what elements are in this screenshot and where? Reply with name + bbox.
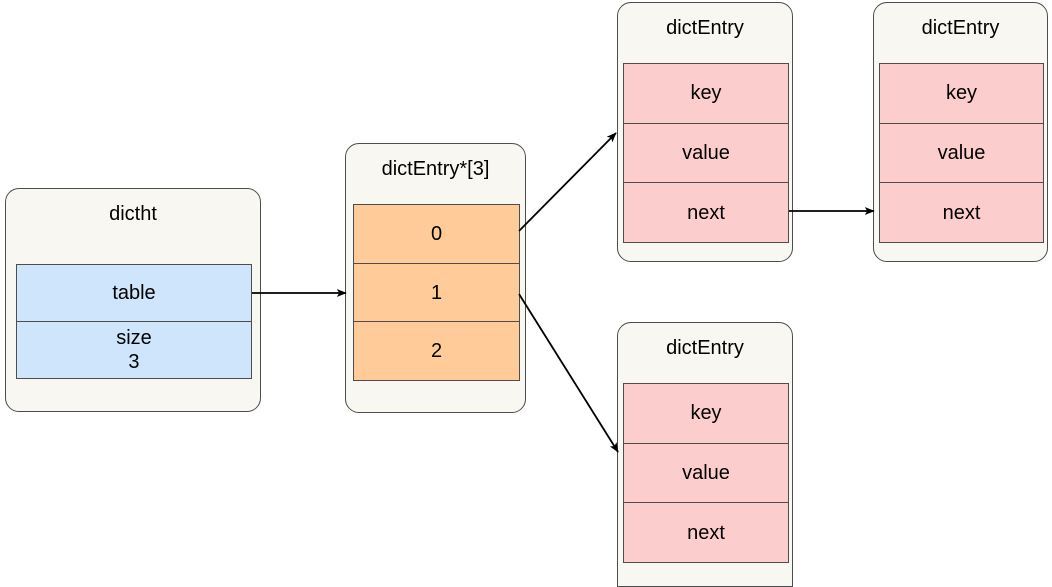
field-entry3-value[interactable]: value bbox=[624, 443, 788, 504]
node-dictentry-3-title: dictEntry bbox=[666, 337, 744, 359]
node-dictentry-2-title: dictEntry bbox=[921, 17, 1000, 39]
field-entry2-next[interactable]: next bbox=[880, 183, 1043, 243]
node-dictentry-3-fields: key value next bbox=[623, 383, 789, 563]
node-dictht-title: dictht bbox=[109, 203, 157, 225]
field-dictht-size[interactable]: size 3 bbox=[17, 322, 251, 378]
field-entry2-value[interactable]: value bbox=[880, 123, 1043, 184]
bucket-slot-2[interactable]: 2 bbox=[354, 322, 519, 381]
field-entry1-value[interactable]: value bbox=[624, 123, 788, 184]
node-dictentry-1-fields: key value next bbox=[623, 63, 789, 243]
arrow-slot0-to-entry1 bbox=[518, 132, 617, 232]
node-bucket-array-fields: 0 1 2 bbox=[353, 204, 520, 381]
field-entry3-next[interactable]: next bbox=[624, 503, 788, 563]
bucket-slot-1[interactable]: 1 bbox=[354, 263, 519, 323]
bucket-slot-0[interactable]: 0 bbox=[354, 205, 519, 264]
arrow-slot1-to-entry3 bbox=[518, 293, 619, 453]
field-entry2-key[interactable]: key bbox=[880, 64, 1043, 124]
node-dictentry-2[interactable]: dictEntry key value next bbox=[873, 2, 1048, 262]
node-bucket-array-title: dictEntry*[3] bbox=[381, 158, 490, 180]
node-dictht[interactable]: dictht table size 3 bbox=[5, 188, 261, 412]
node-dictentry-1[interactable]: dictEntry key value next bbox=[617, 2, 793, 262]
node-bucket-array[interactable]: dictEntry*[3] 0 1 2 bbox=[345, 143, 526, 413]
node-dictentry-1-title: dictEntry bbox=[666, 17, 744, 39]
node-dictentry-2-fields: key value next bbox=[879, 63, 1044, 243]
node-dictentry-3[interactable]: dictEntry key value next bbox=[617, 322, 793, 587]
field-entry1-key[interactable]: key bbox=[624, 64, 788, 124]
field-dictht-table[interactable]: table bbox=[17, 265, 251, 322]
field-entry3-key[interactable]: key bbox=[624, 384, 788, 444]
node-dictht-fields: table size 3 bbox=[16, 264, 252, 379]
field-entry1-next[interactable]: next bbox=[624, 183, 788, 243]
